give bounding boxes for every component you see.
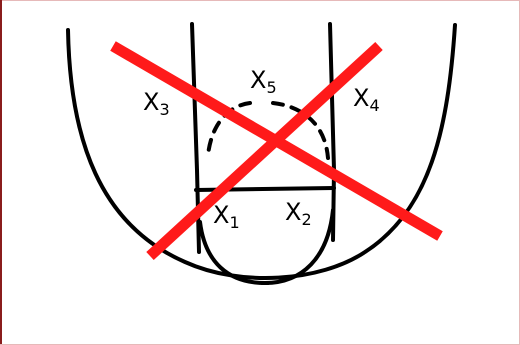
cross-out-stroke-ascending — [146, 41, 383, 261]
cross-out-mark — [110, 41, 443, 261]
lane-left-line — [190, 22, 201, 254]
lane-right-line — [328, 22, 336, 242]
three-point-arc — [66, 23, 457, 281]
movement-arcs — [206, 101, 330, 160]
x5-left-movement-arc — [206, 101, 252, 157]
x5-right-movement-arc — [271, 101, 330, 160]
player-x4-label: X4 — [353, 84, 380, 115]
player-x2-label: X2 — [285, 198, 312, 229]
player-x1-label: X1 — [213, 201, 240, 232]
player-x3-label: X3 — [143, 88, 170, 119]
player-x5-label: X5 — [250, 66, 277, 97]
